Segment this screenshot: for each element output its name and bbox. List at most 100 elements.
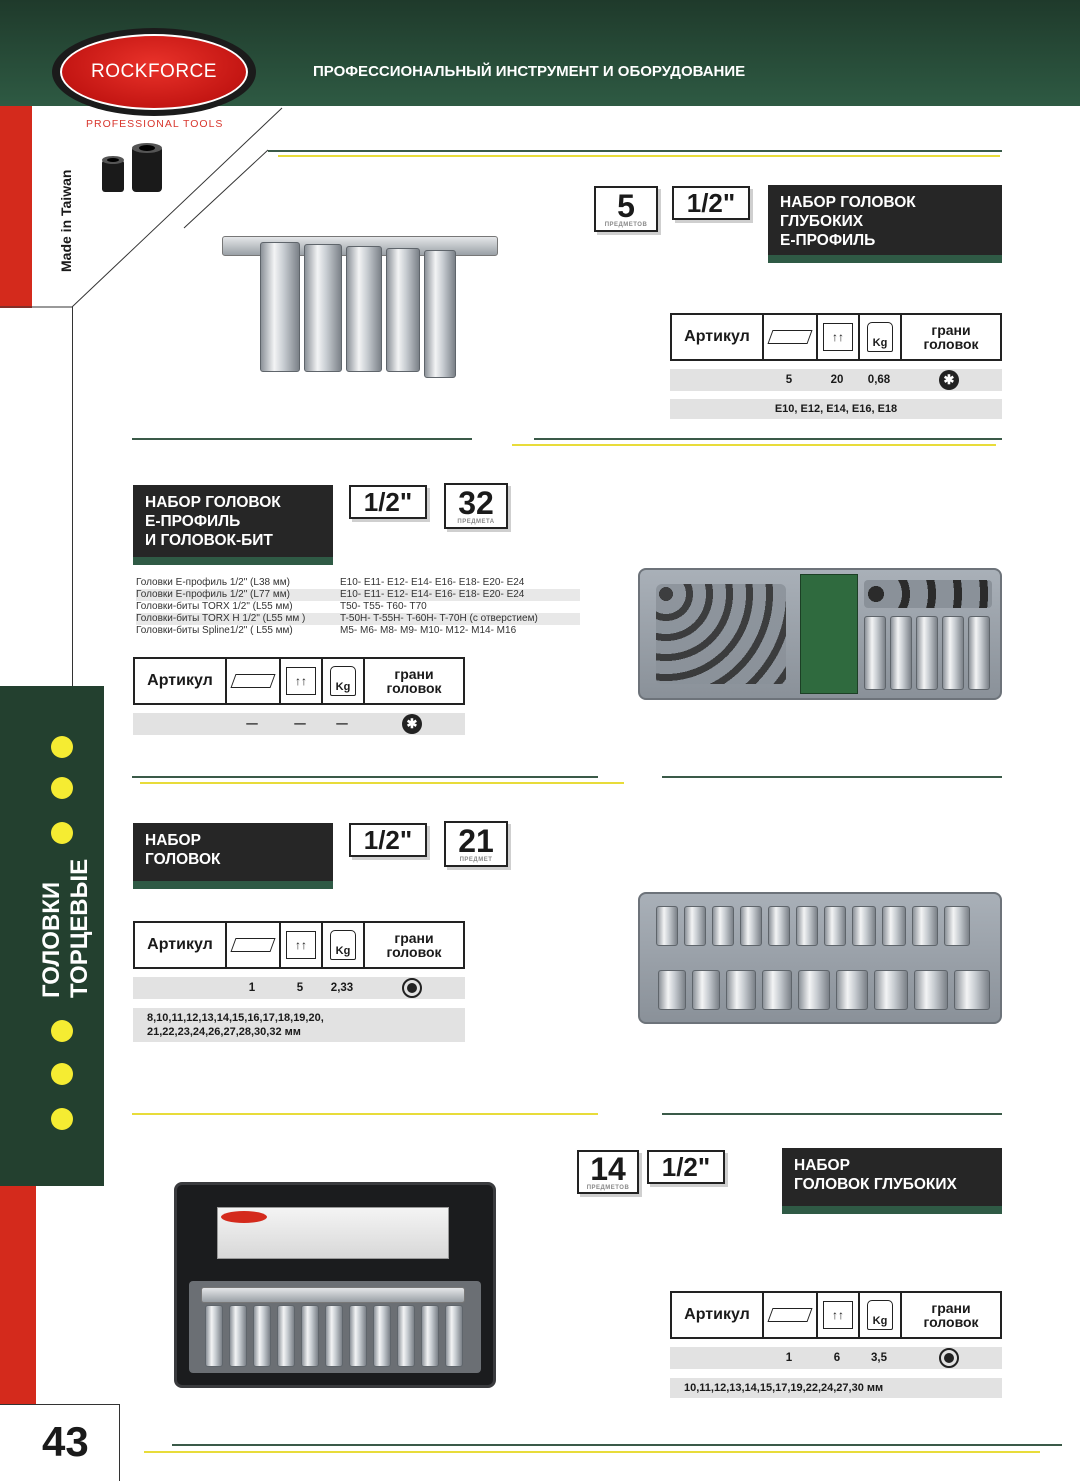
column-article: Артикул <box>135 923 227 967</box>
item-count: 14 <box>590 1151 626 1187</box>
column-edges-line: головок <box>386 944 442 960</box>
torx-icon: ✱ <box>402 714 422 734</box>
drive-size: 1/2" <box>686 188 736 218</box>
bullet-dot <box>51 1108 73 1130</box>
item-count: 32 <box>458 485 494 521</box>
separator-line <box>132 776 598 778</box>
header-tagline: ПРОФЕССИОНАЛЬНЫЙ ИНСТРУМЕНТ И ОБОРУДОВАН… <box>313 63 746 80</box>
qty-per-box: 1 <box>248 982 256 994</box>
carton-icon: ↑↑ <box>823 323 853 351</box>
column-article: Артикул <box>672 315 764 359</box>
size-list: 8,10,11,12,13,14,15,16,17,18,19,20, 21,2… <box>133 1008 465 1042</box>
column-article: Артикул <box>135 659 227 703</box>
bullet-dot <box>51 736 73 758</box>
box-icon <box>230 674 276 688</box>
qty-per-carton: — <box>294 718 306 730</box>
category-title-line2: ТОРЦЕВЫЕ <box>66 858 93 998</box>
list-item-sizes: T50- T55- T60- T70 <box>340 601 427 612</box>
box-icon <box>767 1308 813 1322</box>
product-photo-deep-socket-case <box>174 1182 496 1388</box>
spec-row: 1 6 3,5 <box>670 1347 1002 1369</box>
size-list: E10, E12, E14, E16, E18 <box>670 399 1002 419</box>
corner-diagonal-lines <box>0 107 283 308</box>
item-count-badge: 5 предметов <box>594 186 658 232</box>
list-item: Головки-биты Spline1/2" ( L55 мм)M5- M6-… <box>136 625 580 637</box>
drive-size: 1/2" <box>363 825 413 855</box>
product-title-line: НАБОР ГОЛОВОК <box>780 194 916 211</box>
separator-line <box>662 776 1002 778</box>
list-item: Головки Е-профиль 1/2" (L77 мм)E10- E11-… <box>136 589 580 601</box>
list-item: Головки Е-профиль 1/2" (L38 мм)E10- E11-… <box>136 577 580 589</box>
qty-per-box: 1 <box>785 1352 793 1364</box>
item-count-badge: 14 предметов <box>577 1150 639 1194</box>
qty-per-box: 5 <box>785 374 793 386</box>
weight-icon: Kg <box>867 322 893 352</box>
page-number: 43 <box>42 1418 89 1465</box>
qty-per-carton: 6 <box>833 1352 841 1364</box>
separator-line <box>140 782 624 784</box>
bullet-dot <box>51 1020 73 1042</box>
weight-value: 3,5 <box>871 1352 887 1364</box>
list-item-name: Головки Е-профиль 1/2" (L77 мм) <box>136 589 290 600</box>
drive-size-badge: 1/2" <box>349 823 427 857</box>
torx-icon: ✱ <box>939 370 959 390</box>
item-count-label: предмет <box>459 857 493 863</box>
product-title-line: ГОЛОВОК <box>145 851 221 868</box>
product-title-line: ГЛУБОКИХ <box>780 213 864 230</box>
item-count: 21 <box>458 823 494 859</box>
category-sidebar <box>0 686 104 1186</box>
drive-size-badge: 1/2" <box>672 186 750 220</box>
drive-size: 1/2" <box>661 1152 711 1182</box>
spec-row: — — — ✱ <box>133 713 465 735</box>
list-item: Головки-биты TORX 1/2" (L55 мм) T50- T55-… <box>136 601 580 613</box>
weight-icon: Kg <box>330 930 356 960</box>
category-title: ГОЛОВКИ ТОРЦЕВЫЕ <box>38 859 94 998</box>
product-title-line: И ГОЛОВОК-БИТ <box>145 532 273 549</box>
carton-icon: ↑↑ <box>286 667 316 695</box>
qty-per-box: — <box>246 718 258 730</box>
item-count-label: предметов <box>604 222 648 228</box>
list-item-sizes: E10- E11- E12- E14- E16- E18- E20- E24 <box>340 577 525 588</box>
separator-line <box>132 438 472 440</box>
bullet-dot <box>51 777 73 799</box>
side-red-bar-top <box>0 106 32 308</box>
weight-icon: Kg <box>330 666 356 696</box>
product-title-line: ГОЛОВОК ГЛУБОКИХ <box>794 1176 957 1193</box>
bullet-dot <box>51 822 73 844</box>
drive-size-badge: 1/2" <box>647 1150 725 1184</box>
product-title-line: НАБОР <box>145 832 201 849</box>
list-item: Головки-биты TORX H 1/2" (L55 мм )T-50H-… <box>136 613 580 625</box>
separator-line <box>278 155 1000 157</box>
product-title-line: НАБОР <box>794 1157 850 1174</box>
size-list-line: 21,22,23,24,26,27,28,30,32 мм <box>147 1026 301 1038</box>
page-number-box <box>0 1404 120 1481</box>
list-item-name: Головки-биты TORX 1/2" (L55 мм) <box>136 601 293 612</box>
hex-socket-icon <box>402 978 422 998</box>
product-photo-21pc-tray <box>638 892 1002 1024</box>
column-edges-line: головок <box>386 680 442 696</box>
made-in-label: Made in Taiwan <box>58 169 74 272</box>
item-count-label: предмета <box>457 519 495 525</box>
sockets-icon <box>102 143 162 192</box>
column-edges-line: грани <box>931 1300 971 1316</box>
item-count-badge: 21 предмет <box>444 821 508 867</box>
side-red-bar-bottom <box>0 1186 36 1406</box>
product-title: НАБОР ГОЛОВОК ГЛУБОКИХ <box>782 1148 1002 1214</box>
column-edges-line: головок <box>923 336 979 352</box>
list-item-name: Головки-биты TORX H 1/2" (L55 мм ) <box>136 613 306 624</box>
item-count-badge: 32 предмета <box>444 483 508 529</box>
size-list: 10,11,12,13,14,15,17,19,22,24,27,30 мм <box>670 1378 1002 1398</box>
spec-row: 5 20 0,68 ✱ <box>670 369 1002 391</box>
weight-icon: Kg <box>867 1300 893 1330</box>
column-article: Артикул <box>672 1293 764 1337</box>
logo-subtitle: PROFESSIONAL TOOLS <box>86 118 224 130</box>
logo-text: ROCKFORCE <box>91 61 217 82</box>
category-title-line1: ГОЛОВКИ <box>38 881 65 998</box>
qty-per-carton: 20 <box>830 374 844 386</box>
separator-line <box>534 438 1002 440</box>
